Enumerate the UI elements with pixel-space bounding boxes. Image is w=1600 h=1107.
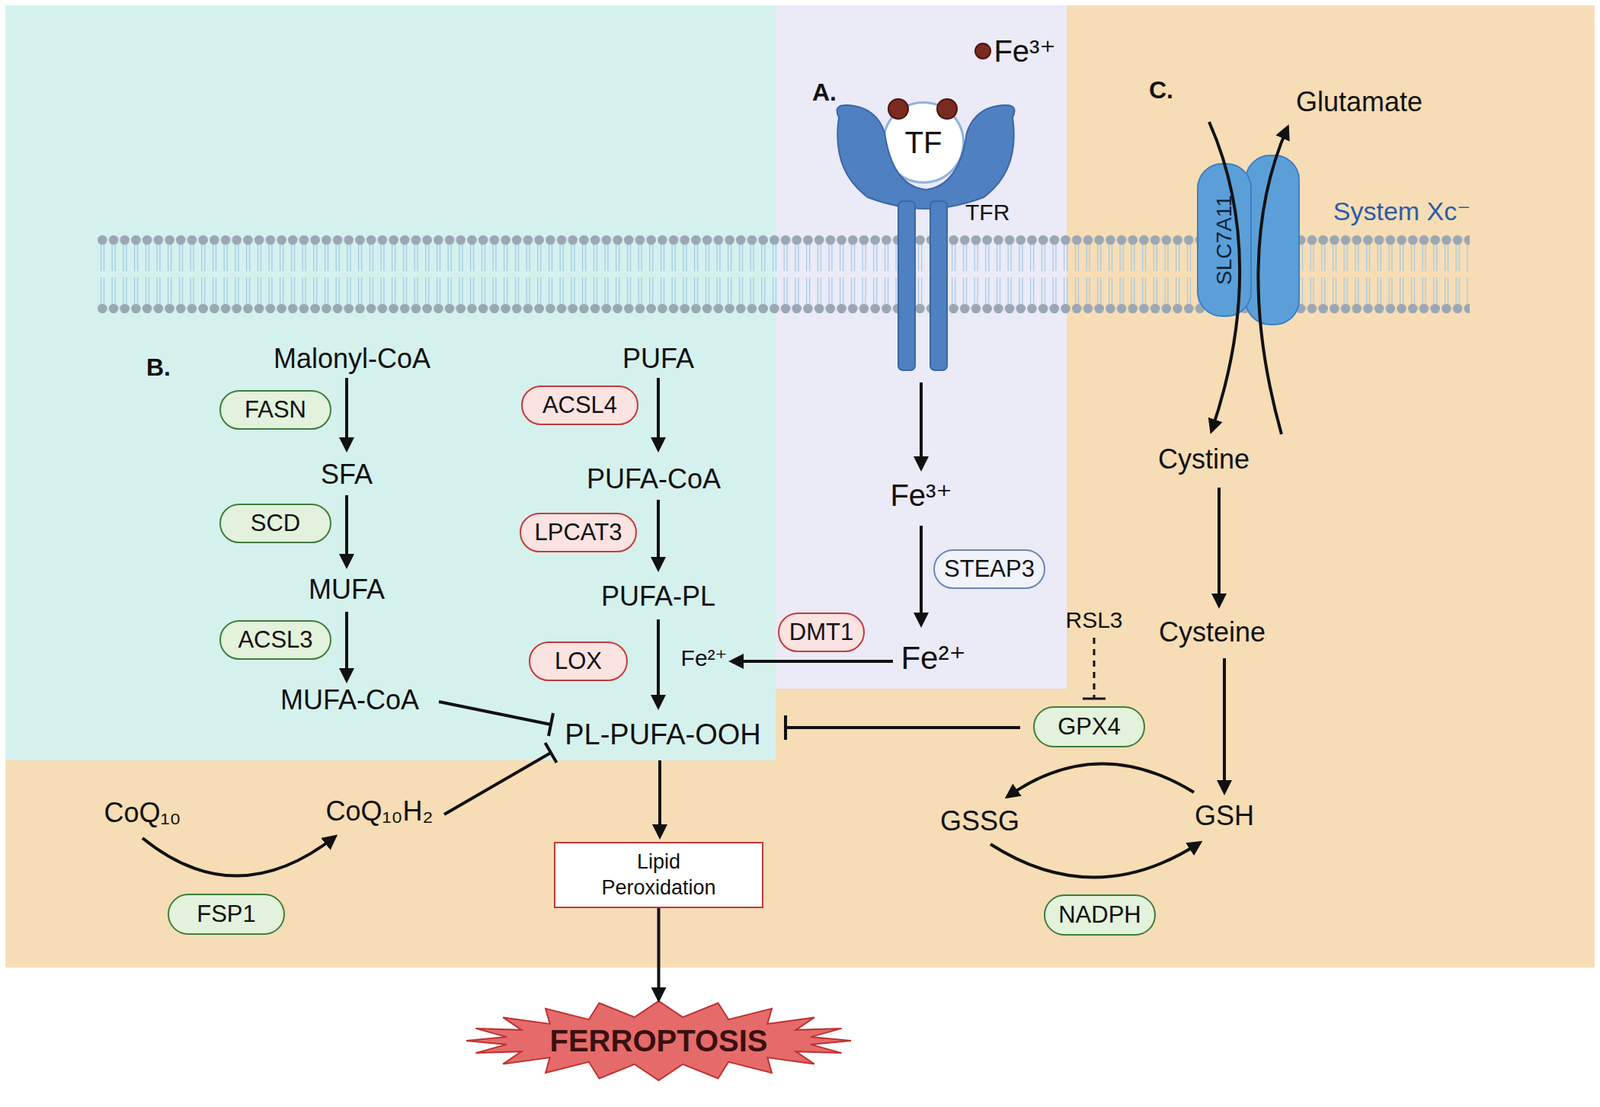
node-label: Lipid Peroxidation <box>592 849 726 902</box>
node-label: ACSL4 <box>542 391 618 420</box>
metabolite-label: Cystine <box>1158 445 1250 474</box>
inhibition-bar <box>545 742 557 763</box>
receptor-body <box>837 105 1015 209</box>
inhibition-bar <box>784 715 788 740</box>
pathway-arrow <box>345 377 349 450</box>
pathway-arrow <box>345 611 349 681</box>
node-label: LOX <box>554 647 602 676</box>
iron-dot <box>937 99 957 119</box>
ion-label: Fe³⁺ <box>993 35 1056 67</box>
transporter-half <box>1197 163 1252 317</box>
pathway-arrow <box>919 382 923 469</box>
enzyme-pill: ACSL3 <box>219 620 332 660</box>
pathway-arrow <box>919 525 923 625</box>
metabolite-label: PUFA <box>622 345 695 373</box>
dashed-inhibition-line <box>1093 637 1096 699</box>
pathway-arrow <box>731 659 893 663</box>
shape-outline <box>831 102 1021 373</box>
enzyme-pill: GPX4 <box>1033 706 1146 748</box>
inhibitor-label: RSL3 <box>1065 608 1123 632</box>
enzyme-pill: FSP1 <box>167 893 285 935</box>
metabolite-label: CoQ₁₀H₂ <box>325 797 433 826</box>
metabolite-label: GSSG <box>940 807 1020 836</box>
inhibition-bar <box>548 713 554 736</box>
receptor-stem <box>898 201 916 371</box>
receptor-stem <box>930 201 948 371</box>
pathway-arrow <box>656 499 660 570</box>
node-label: SCD <box>250 509 301 538</box>
cytosol-region <box>5 5 1595 968</box>
ion-label: Fe³⁺ <box>889 480 952 511</box>
region-letter: C. <box>1148 77 1174 103</box>
enzyme-pill: FASN <box>219 390 332 430</box>
shape-outline <box>1195 153 1302 327</box>
metabolite-label: SFA <box>320 460 373 489</box>
node-label: ACSL3 <box>237 626 313 654</box>
node-label: NADPH <box>1058 901 1142 929</box>
ion-label: Fe²⁺ <box>900 642 966 675</box>
metabolite-label: CoQ₁₀ <box>103 799 181 827</box>
node-label: FERROPTOSIS <box>550 1024 768 1059</box>
enzyme-pill: LOX <box>528 641 628 682</box>
system-label: System Xc⁻ <box>1333 198 1471 224</box>
metabolite-label: PUFA-PL <box>601 582 716 611</box>
node-label: STEAP3 <box>944 555 1035 583</box>
process-box: Lipid Peroxidation <box>553 841 764 909</box>
cofactor-pill: NADPH <box>1043 894 1156 936</box>
node-label: TF <box>905 125 943 160</box>
inhibition-bar <box>1082 697 1106 701</box>
enzyme-pill: LPCAT3 <box>519 512 637 553</box>
connector-arrow <box>657 908 661 1000</box>
metabolite-label: Cysteine <box>1158 618 1266 647</box>
iron-dot <box>888 99 909 119</box>
pathway-arrow <box>1217 487 1221 606</box>
region-letter: A. <box>812 80 837 105</box>
enzyme-pill: STEAP3 <box>933 549 1046 589</box>
metabolite-label: Glutamate <box>1296 88 1423 116</box>
enzyme-pill: ACSL4 <box>521 385 639 426</box>
inhibition-line <box>444 752 551 815</box>
pathway-arrow <box>1222 658 1226 793</box>
pathway-arrow <box>658 760 662 837</box>
metabolite-label: PL-PUFA-OOH <box>564 720 762 749</box>
starburst-outline <box>466 1001 852 1081</box>
node-label: SLC7A11 <box>1212 195 1237 285</box>
metabolite-label: PUFA-CoA <box>586 465 721 493</box>
iron-dot <box>975 43 991 59</box>
pathway-arrow <box>656 619 660 708</box>
inhibition-line <box>438 701 551 725</box>
cycle-arrow <box>990 842 1200 878</box>
node-label: TFR <box>965 199 1010 226</box>
reduction-arrow <box>142 836 336 877</box>
node-label: LPCAT3 <box>534 518 623 547</box>
outcome-starburst: FERROPTOSIS <box>464 999 853 1082</box>
metabolite-label: GSH <box>1194 802 1255 830</box>
lipid-region <box>5 5 776 761</box>
pathway-arrow <box>656 377 660 450</box>
metabolite-label: MUFA-CoA <box>280 686 420 714</box>
node-label: GPX4 <box>1057 713 1121 741</box>
node-label: FSP1 <box>196 900 256 928</box>
ion-label: Fe²⁺ <box>681 646 728 670</box>
region-letter: B. <box>146 355 171 380</box>
transporter-shape: SLC7A11 <box>1195 153 1302 327</box>
node-label: DMT1 <box>789 618 854 647</box>
receptor-shape: TFR <box>831 102 1021 373</box>
iron-region <box>775 5 1067 689</box>
enzyme-pill: SCD <box>219 503 332 544</box>
node-label: FASN <box>244 396 307 424</box>
metabolite-label: Malonyl-CoA <box>273 345 431 373</box>
transporter-pill: DMT1 <box>777 612 865 653</box>
transporter-half <box>1245 155 1300 325</box>
metabolite-label: MUFA <box>308 576 385 604</box>
inhibition-line <box>785 726 1021 730</box>
cycle-arrow <box>1007 763 1194 797</box>
pathway-arrow <box>345 495 349 567</box>
